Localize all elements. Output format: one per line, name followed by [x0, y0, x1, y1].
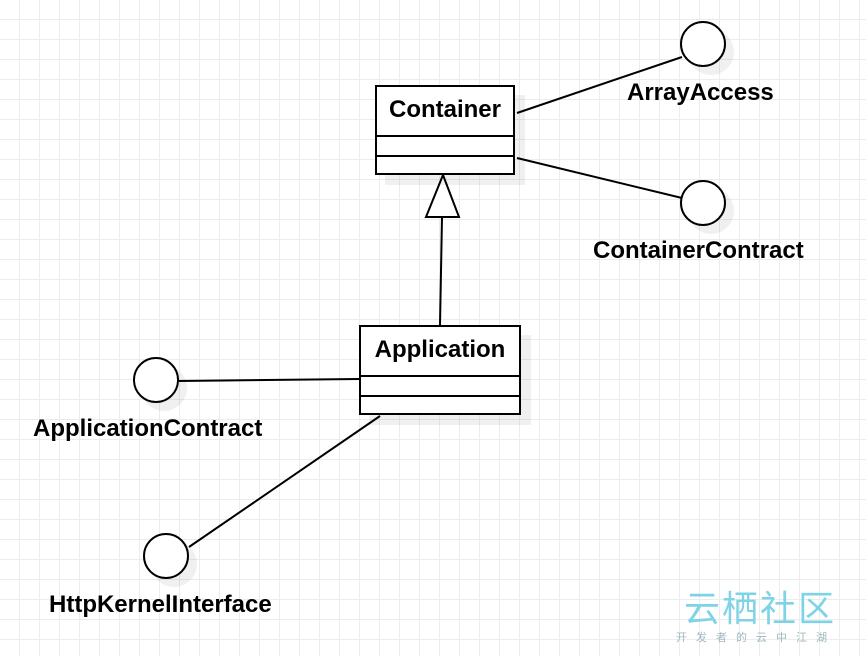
edge-container-containercontract	[516, 157, 683, 199]
edge-application-applicationcontract	[178, 378, 360, 382]
interface-applicationcontract-label: ApplicationContract	[33, 415, 263, 442]
interface-httpkernelinterface-label: HttpKernelInterface	[49, 591, 272, 618]
edge-container-arrayaccess	[516, 56, 683, 114]
class-application-attributes	[361, 377, 519, 397]
interface-arrayaccess-icon[interactable]	[680, 21, 726, 67]
class-container-methods	[377, 157, 513, 173]
inheritance-arrowhead	[424, 172, 461, 218]
interface-applicationcontract-icon[interactable]	[133, 357, 179, 403]
interface-containercontract-icon[interactable]	[680, 180, 726, 226]
watermark-logo-text: 云栖社区	[683, 589, 836, 630]
edge-application-container-inheritance	[439, 216, 443, 326]
interface-containercontract-label: ContainerContract	[593, 237, 804, 264]
watermark-tagline: 开发者的云中江湖	[676, 631, 836, 644]
class-application[interactable]: Application	[359, 325, 521, 415]
class-container[interactable]: Container	[375, 85, 515, 175]
edge-application-httpkernelinterface	[188, 415, 381, 548]
watermark: 云栖社区 开发者的云中江湖	[676, 590, 836, 646]
interface-arrayaccess-label: ArrayAccess	[627, 79, 774, 106]
class-container-attributes	[377, 137, 513, 157]
interface-httpkernelinterface-icon[interactable]	[143, 533, 189, 579]
class-container-title: Container	[377, 87, 513, 137]
class-application-title: Application	[361, 327, 519, 377]
class-application-methods	[361, 397, 519, 413]
